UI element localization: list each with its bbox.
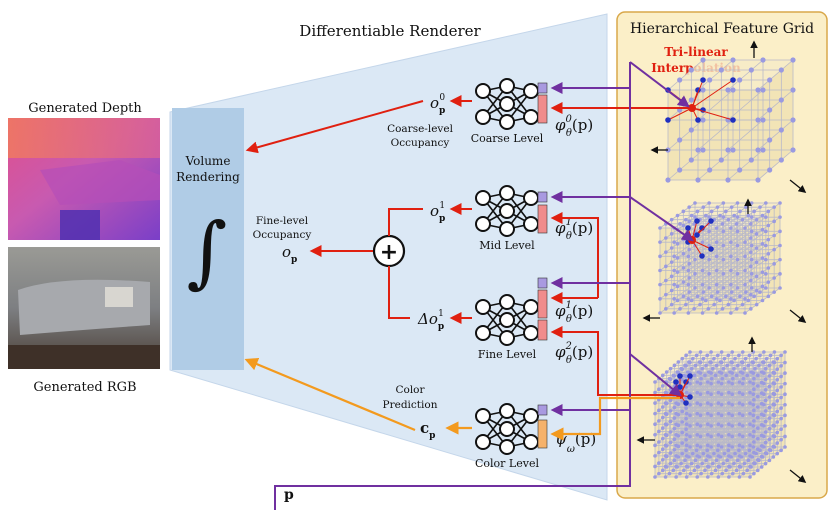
svg-text:cp: cp <box>420 419 435 441</box>
color-label-2: Prediction <box>383 399 438 411</box>
mid-grid-cube <box>658 201 782 315</box>
svg-text:φ2θ(p): φ2θ(p) <box>555 341 593 366</box>
fine-output: Δop1 <box>417 309 444 332</box>
feature-boxes <box>537 82 548 449</box>
mid-purple-box <box>537 191 548 203</box>
p-main-line <box>274 62 631 510</box>
purple-arrows <box>274 61 694 510</box>
svg-text:op1: op1 <box>430 201 445 224</box>
feature-grid-cubes <box>636 40 807 483</box>
coarse-purple-box <box>537 82 548 94</box>
mlp-fine <box>475 294 539 346</box>
fine-purple-box <box>537 277 548 289</box>
mid-pink-box <box>537 204 548 234</box>
p-into-grid-3 <box>629 353 682 397</box>
grid-axis-arrow <box>789 309 807 323</box>
level-label-fine: Fine Level <box>478 348 537 361</box>
fine-to-sum <box>388 266 410 319</box>
coarse-grid-cube <box>665 57 796 183</box>
fine-output-sum: op <box>282 243 297 265</box>
color-to-volume <box>244 357 416 432</box>
svg-text:op: op <box>282 243 297 265</box>
coarse-label-2: Occupancy <box>391 137 450 149</box>
fine-pink-box-1 <box>537 289 548 319</box>
p-label: p <box>284 487 294 503</box>
depth-title: Generated Depth <box>28 101 142 116</box>
coarse-label-1: Coarse-level <box>387 123 454 135</box>
feature-grid-title: Hierarchical Feature Grid <box>630 21 814 37</box>
interp-label-1: Tri-linear <box>664 45 728 59</box>
level-label-color: Color Level <box>475 457 539 470</box>
volume-rendering-box <box>172 108 244 370</box>
grid-axis-arrow <box>789 469 807 483</box>
grid-to-color <box>550 396 680 441</box>
mid-output: op1 <box>430 201 445 224</box>
sum-symbol: + <box>380 240 398 265</box>
red-arrows <box>245 95 690 396</box>
fine-grid-cube <box>653 350 787 479</box>
fine-occ-label-1: Fine-level <box>256 215 309 227</box>
renderer-title: Differentiable Renderer <box>299 22 481 40</box>
orange-arrows <box>244 357 680 441</box>
generated-rgb-image <box>8 247 160 369</box>
mlp-mid <box>475 185 539 237</box>
grid-axis-arrow <box>789 179 807 193</box>
p-into-grid-1 <box>629 61 690 108</box>
fine-occ-label-2: Occupancy <box>253 229 312 241</box>
svg-text:op0: op0 <box>430 93 445 116</box>
svg-text:φ1θ(p): φ1θ(p) <box>555 300 593 325</box>
color-purple-box <box>537 404 548 416</box>
volume-rendering-label-2: Rendering <box>176 170 240 184</box>
mlp-color <box>475 403 539 455</box>
color-output: cp <box>420 419 435 441</box>
svg-text:φ1θ(p): φ1θ(p) <box>555 217 593 242</box>
generated-depth-image <box>8 118 160 240</box>
p-into-grid-2 <box>629 196 694 242</box>
grid-to-fine2-pink <box>550 326 680 396</box>
integral-symbol: ∫ <box>187 207 228 297</box>
mid-to-sum <box>388 208 423 236</box>
coarse-pink-box <box>537 94 548 124</box>
level-label-mid: Mid Level <box>479 239 535 252</box>
svg-text:φ0θ(p): φ0θ(p) <box>555 114 593 139</box>
color-orange-box <box>537 419 548 449</box>
volume-rendering-label-1: Volume <box>185 154 231 168</box>
level-label-coarse: Coarse Level <box>471 132 544 145</box>
color-label-1: Color <box>395 384 425 396</box>
svg-text:Δop1: Δop1 <box>417 309 444 332</box>
mlp-coarse <box>475 78 539 130</box>
rgb-title: Generated RGB <box>33 380 136 395</box>
mlp-networks <box>475 78 539 455</box>
coarse-to-volume-arrow <box>245 100 424 154</box>
grid-to-mid-pink <box>550 212 599 298</box>
coarse-output: op0 <box>430 93 445 116</box>
fine-pink-box-2 <box>537 319 548 341</box>
